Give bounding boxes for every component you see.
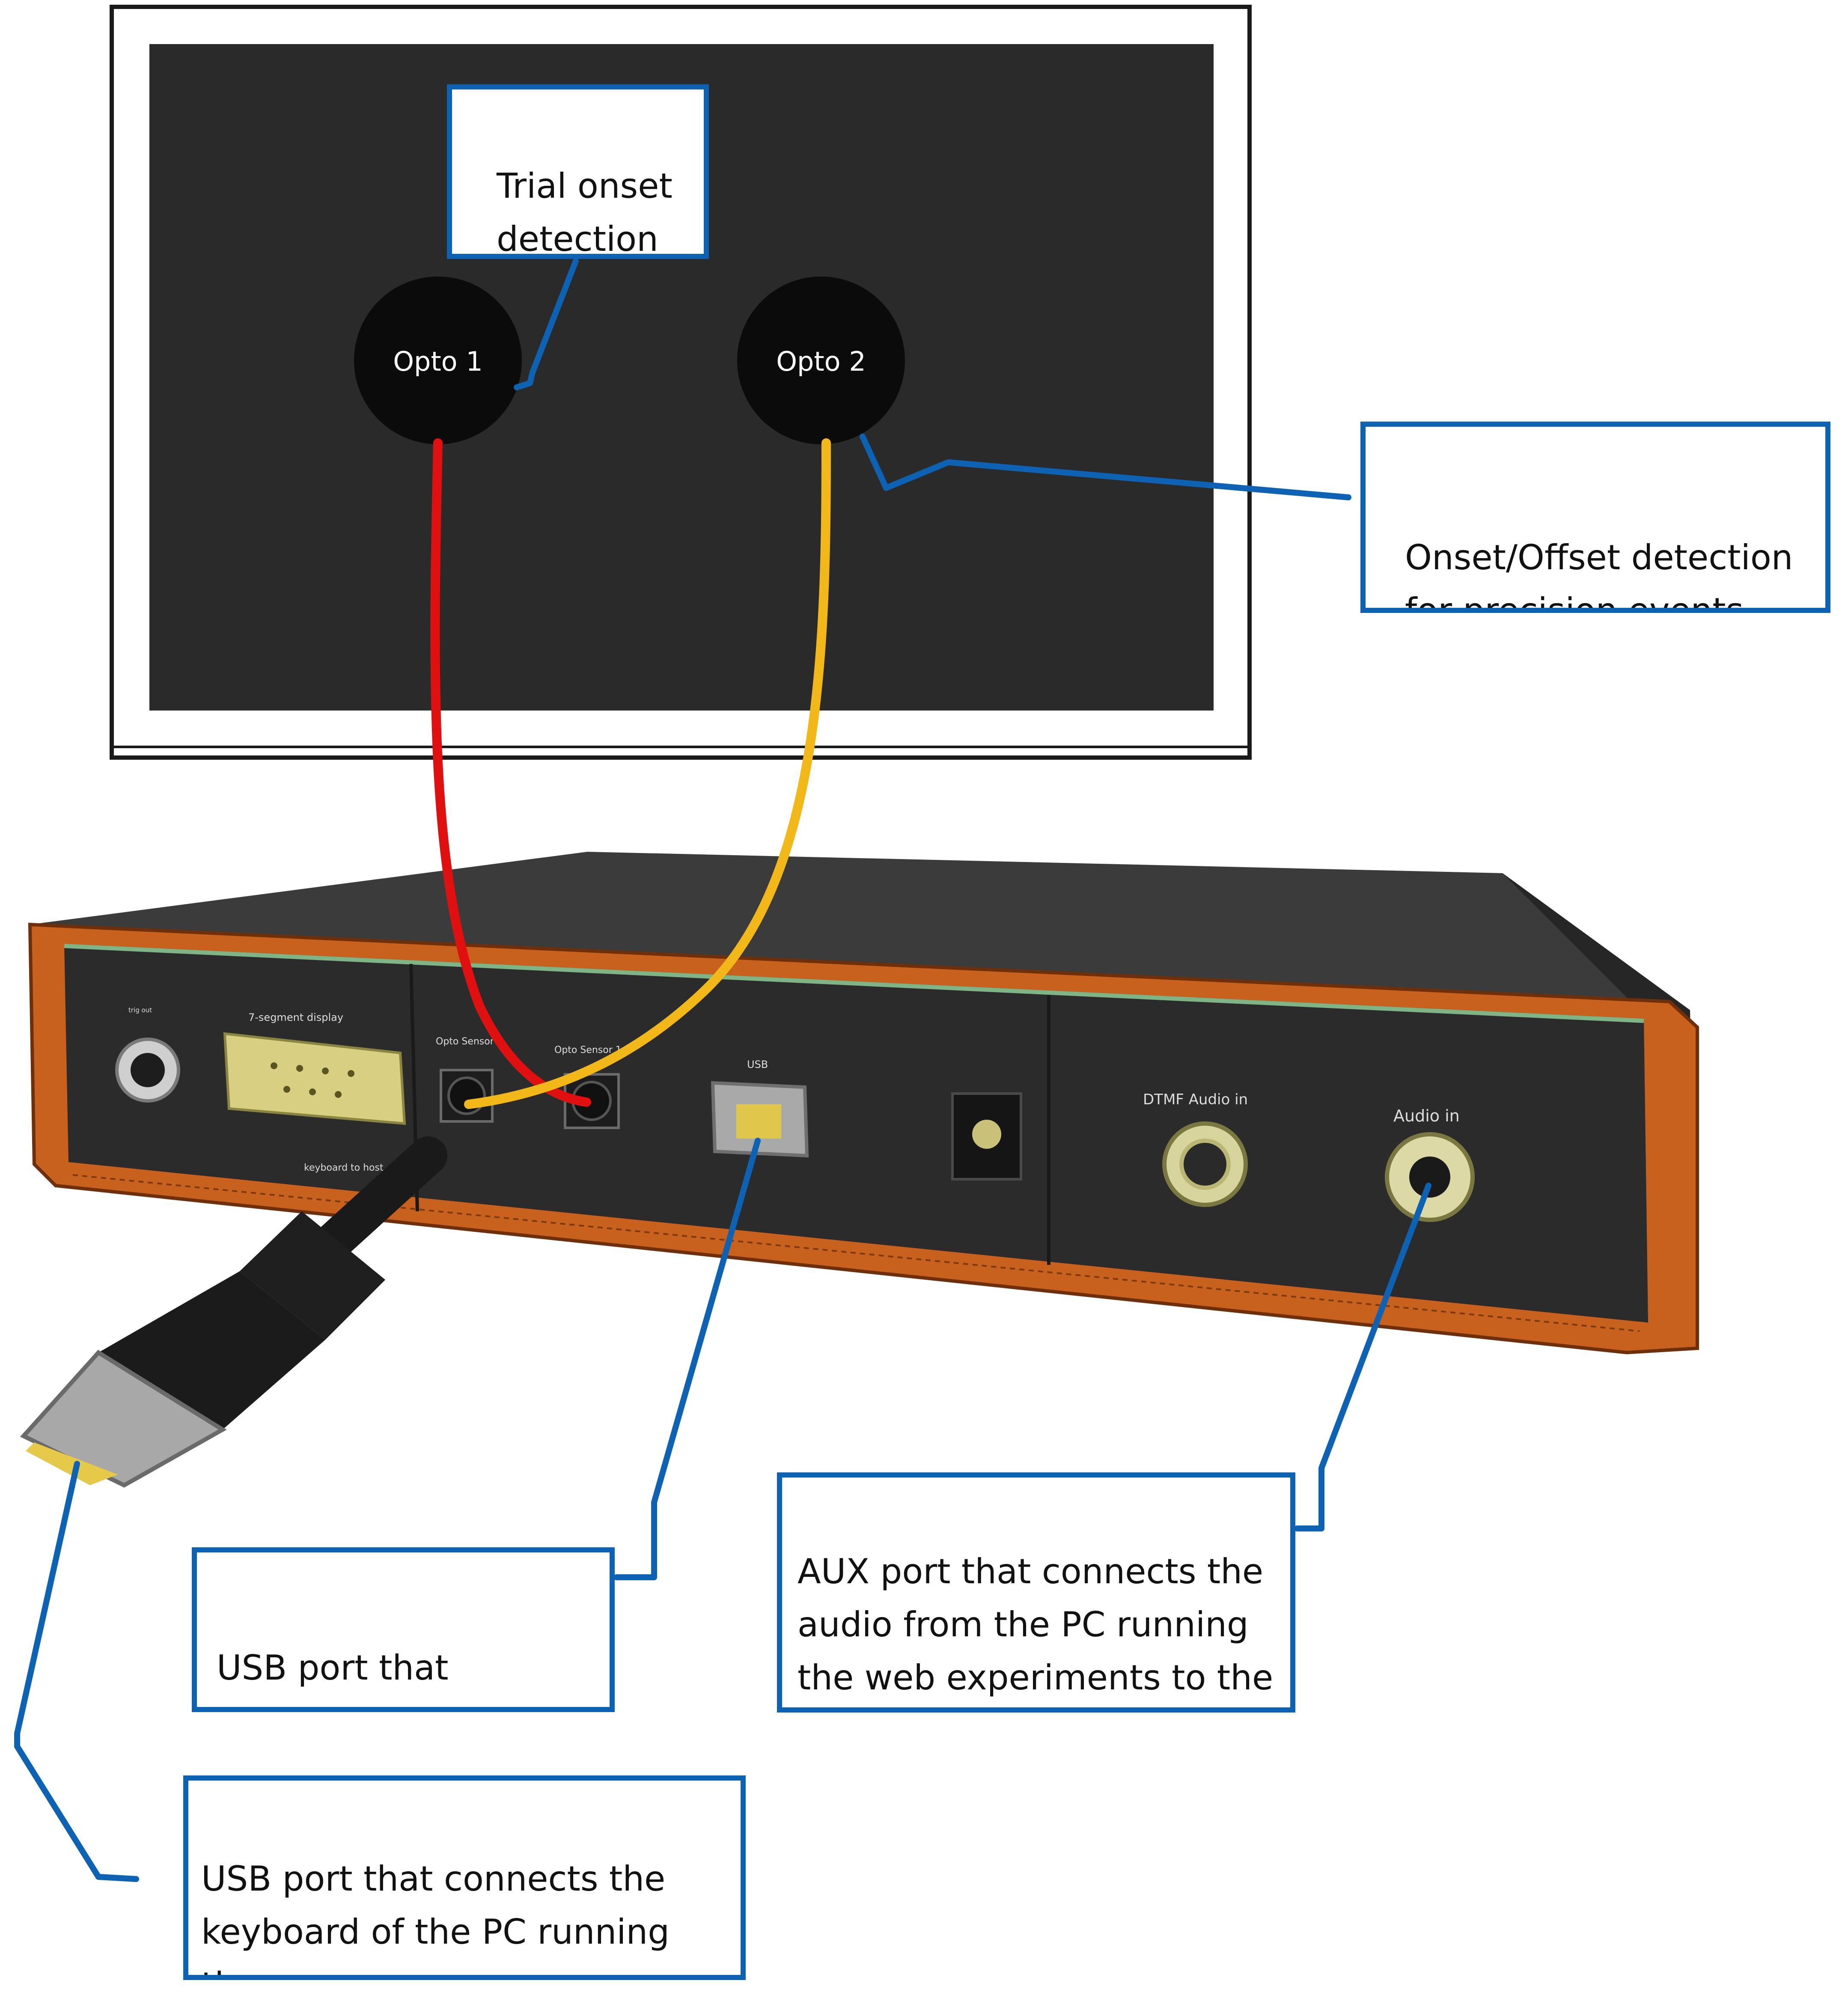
callout-trial-onset: Trial onset detection [447, 84, 709, 259]
db9-pin [335, 1091, 342, 1098]
callout-onset-offset: Onset/Offset detection for precision eve… [1360, 422, 1830, 613]
usb-a-plug-insert [26, 1442, 118, 1485]
cable-red [430, 438, 591, 1107]
dtmf-audio-label: DTMF Audio in [1143, 1091, 1248, 1108]
callout-usb-pc-text: USB port that connects to PC to the box [217, 1648, 449, 1707]
power-jack-pin [972, 1120, 1001, 1149]
keyboard-to-host-label: keyboard to host [304, 1163, 384, 1173]
box-stitch-line [72, 1174, 1640, 1332]
box-front-panel [64, 944, 1648, 1323]
opto-sensor-1-port-label: Opto Sensor 1 [554, 1045, 622, 1056]
audio-in-jack-hole [1409, 1157, 1450, 1198]
usb-port-label: USB [747, 1058, 768, 1070]
usb-b-port: USB [711, 1058, 809, 1158]
box-green-edge [64, 944, 1644, 1023]
callout-trial-onset-text: Trial onset detection [497, 166, 673, 259]
callout-aux-audio-text: AUX port that connects the audio from th… [798, 1552, 1274, 1698]
dtmf-audio-in: DTMF Audio in [1143, 1091, 1248, 1207]
db9-connector-icon [223, 1032, 406, 1125]
opto-sensor-ports: Opto Sensor 2 Opto Sensor 1 [436, 1036, 622, 1129]
opto-sensor-1-icon [354, 277, 522, 444]
seven-segment-label: 7-segment display [248, 1011, 343, 1023]
db9-pin [322, 1067, 329, 1074]
usb-plug-body [98, 1271, 325, 1430]
db9-pin [271, 1062, 277, 1069]
trigger-box [28, 852, 1699, 1355]
db9-pins [271, 1062, 354, 1098]
trig-out-hole [131, 1053, 165, 1087]
opto-sensor-1: Opto 1 [354, 277, 522, 444]
power-jack [951, 1092, 1022, 1180]
audio-in: Audio in [1385, 1106, 1475, 1222]
opto-sensor-1-label: Opto 1 [393, 346, 483, 377]
dtmf-audio-jack-ring [1179, 1139, 1231, 1190]
db9-pin [348, 1070, 354, 1077]
leader-onset-offset [860, 434, 1351, 500]
trig-out-label: trig out [128, 1006, 152, 1014]
db9-pin [283, 1086, 290, 1093]
leader-aux [1294, 1183, 1431, 1531]
opto-sensor-2: Opto 2 [737, 277, 905, 444]
callout-usb-pc: USB port that connects to PC to the box [192, 1547, 615, 1712]
usb-a-plug-icon [20, 1350, 227, 1488]
cable-yellow [464, 438, 831, 1109]
callout-usb-keyboard-text: USB port that connects the keyboard of t… [201, 1859, 670, 1975]
seven-segment-connector: 7-segment display keyboard to host [223, 1011, 406, 1173]
callout-aux-audio: AUX port that connects the audio from th… [777, 1472, 1295, 1713]
leader-usb-keyboard [14, 1461, 139, 1882]
db9-pin [309, 1088, 316, 1095]
callout-usb-keyboard: USB port that connects the keyboard of t… [183, 1775, 746, 1980]
box-top-face [30, 852, 1690, 1010]
leader-usb-pc [613, 1138, 761, 1580]
db9-pin [296, 1065, 303, 1072]
callout-onset-offset-text: Onset/Offset detection for precision eve… [1405, 538, 1793, 613]
audio-in-label: Audio in [1393, 1106, 1460, 1125]
trig-out-jack: trig out [115, 1006, 180, 1103]
usb-cable [20, 1136, 447, 1488]
leader-trial-onset [514, 258, 579, 390]
leader-lines [14, 258, 1431, 1882]
opto-sensor-2-icon [737, 277, 905, 444]
opto-sensor-2-label: Opto 2 [776, 346, 866, 377]
usb-plug-strain-relief [240, 1211, 385, 1340]
usb-b-port-insert [736, 1104, 781, 1139]
usb-cable-wire [315, 1136, 447, 1261]
